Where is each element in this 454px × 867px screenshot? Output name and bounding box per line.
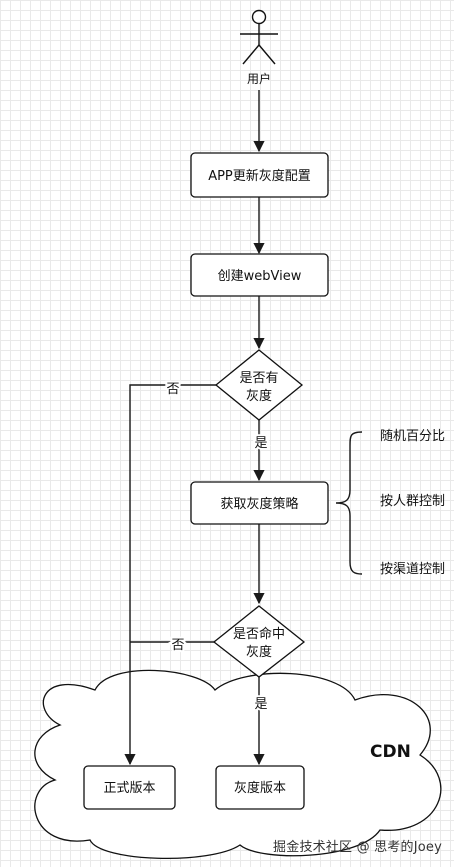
decision-hit-gray-line2: 灰度: [246, 644, 272, 660]
strategy-random-percent: 随机百分比: [380, 429, 445, 444]
user-actor-label: 用户: [247, 71, 271, 86]
edge-label-hitgray-no: 否: [171, 638, 184, 653]
strategy-by-crowd: 按人群控制: [380, 494, 445, 509]
edge-label-hasgray-no: 否: [166, 382, 179, 397]
decision-has-gray-line2: 灰度: [246, 388, 272, 404]
edge-label-hitgray-yes: 是: [254, 697, 267, 712]
cdn-label: CDN: [370, 742, 411, 762]
edge-hasgray-no: [124, 384, 216, 766]
user-actor-icon: [240, 9, 278, 65]
node-official-version: [83, 765, 176, 810]
node-create-webview-label: 创建webView: [218, 269, 302, 284]
strategy-brace: [335, 431, 363, 575]
node-gray-version-label: 灰度版本: [234, 780, 286, 796]
node-update-config-label: APP更新灰度配置: [208, 168, 311, 184]
decision-has-gray-line1: 是否有: [239, 371, 278, 386]
node-official-version-label: 正式版本: [103, 781, 155, 796]
edge-label-hasgray-yes: 是: [254, 436, 267, 451]
node-get-strategy: [190, 481, 329, 525]
node-gray-version: [215, 765, 305, 810]
node-create-webview: [190, 253, 329, 297]
cdn-cloud: [34, 669, 442, 860]
watermark-text: 掘金技术社区 @ 思考的Joey: [273, 840, 442, 855]
strategy-by-channel: 按渠道控制: [380, 562, 445, 577]
node-get-strategy-label: 获取灰度策略: [220, 496, 298, 512]
node-update-config: [190, 152, 329, 198]
decision-hit-gray-line1: 是否命中: [233, 626, 285, 642]
decision-has-gray: [214, 349, 304, 421]
decision-hit-gray: [212, 605, 306, 678]
